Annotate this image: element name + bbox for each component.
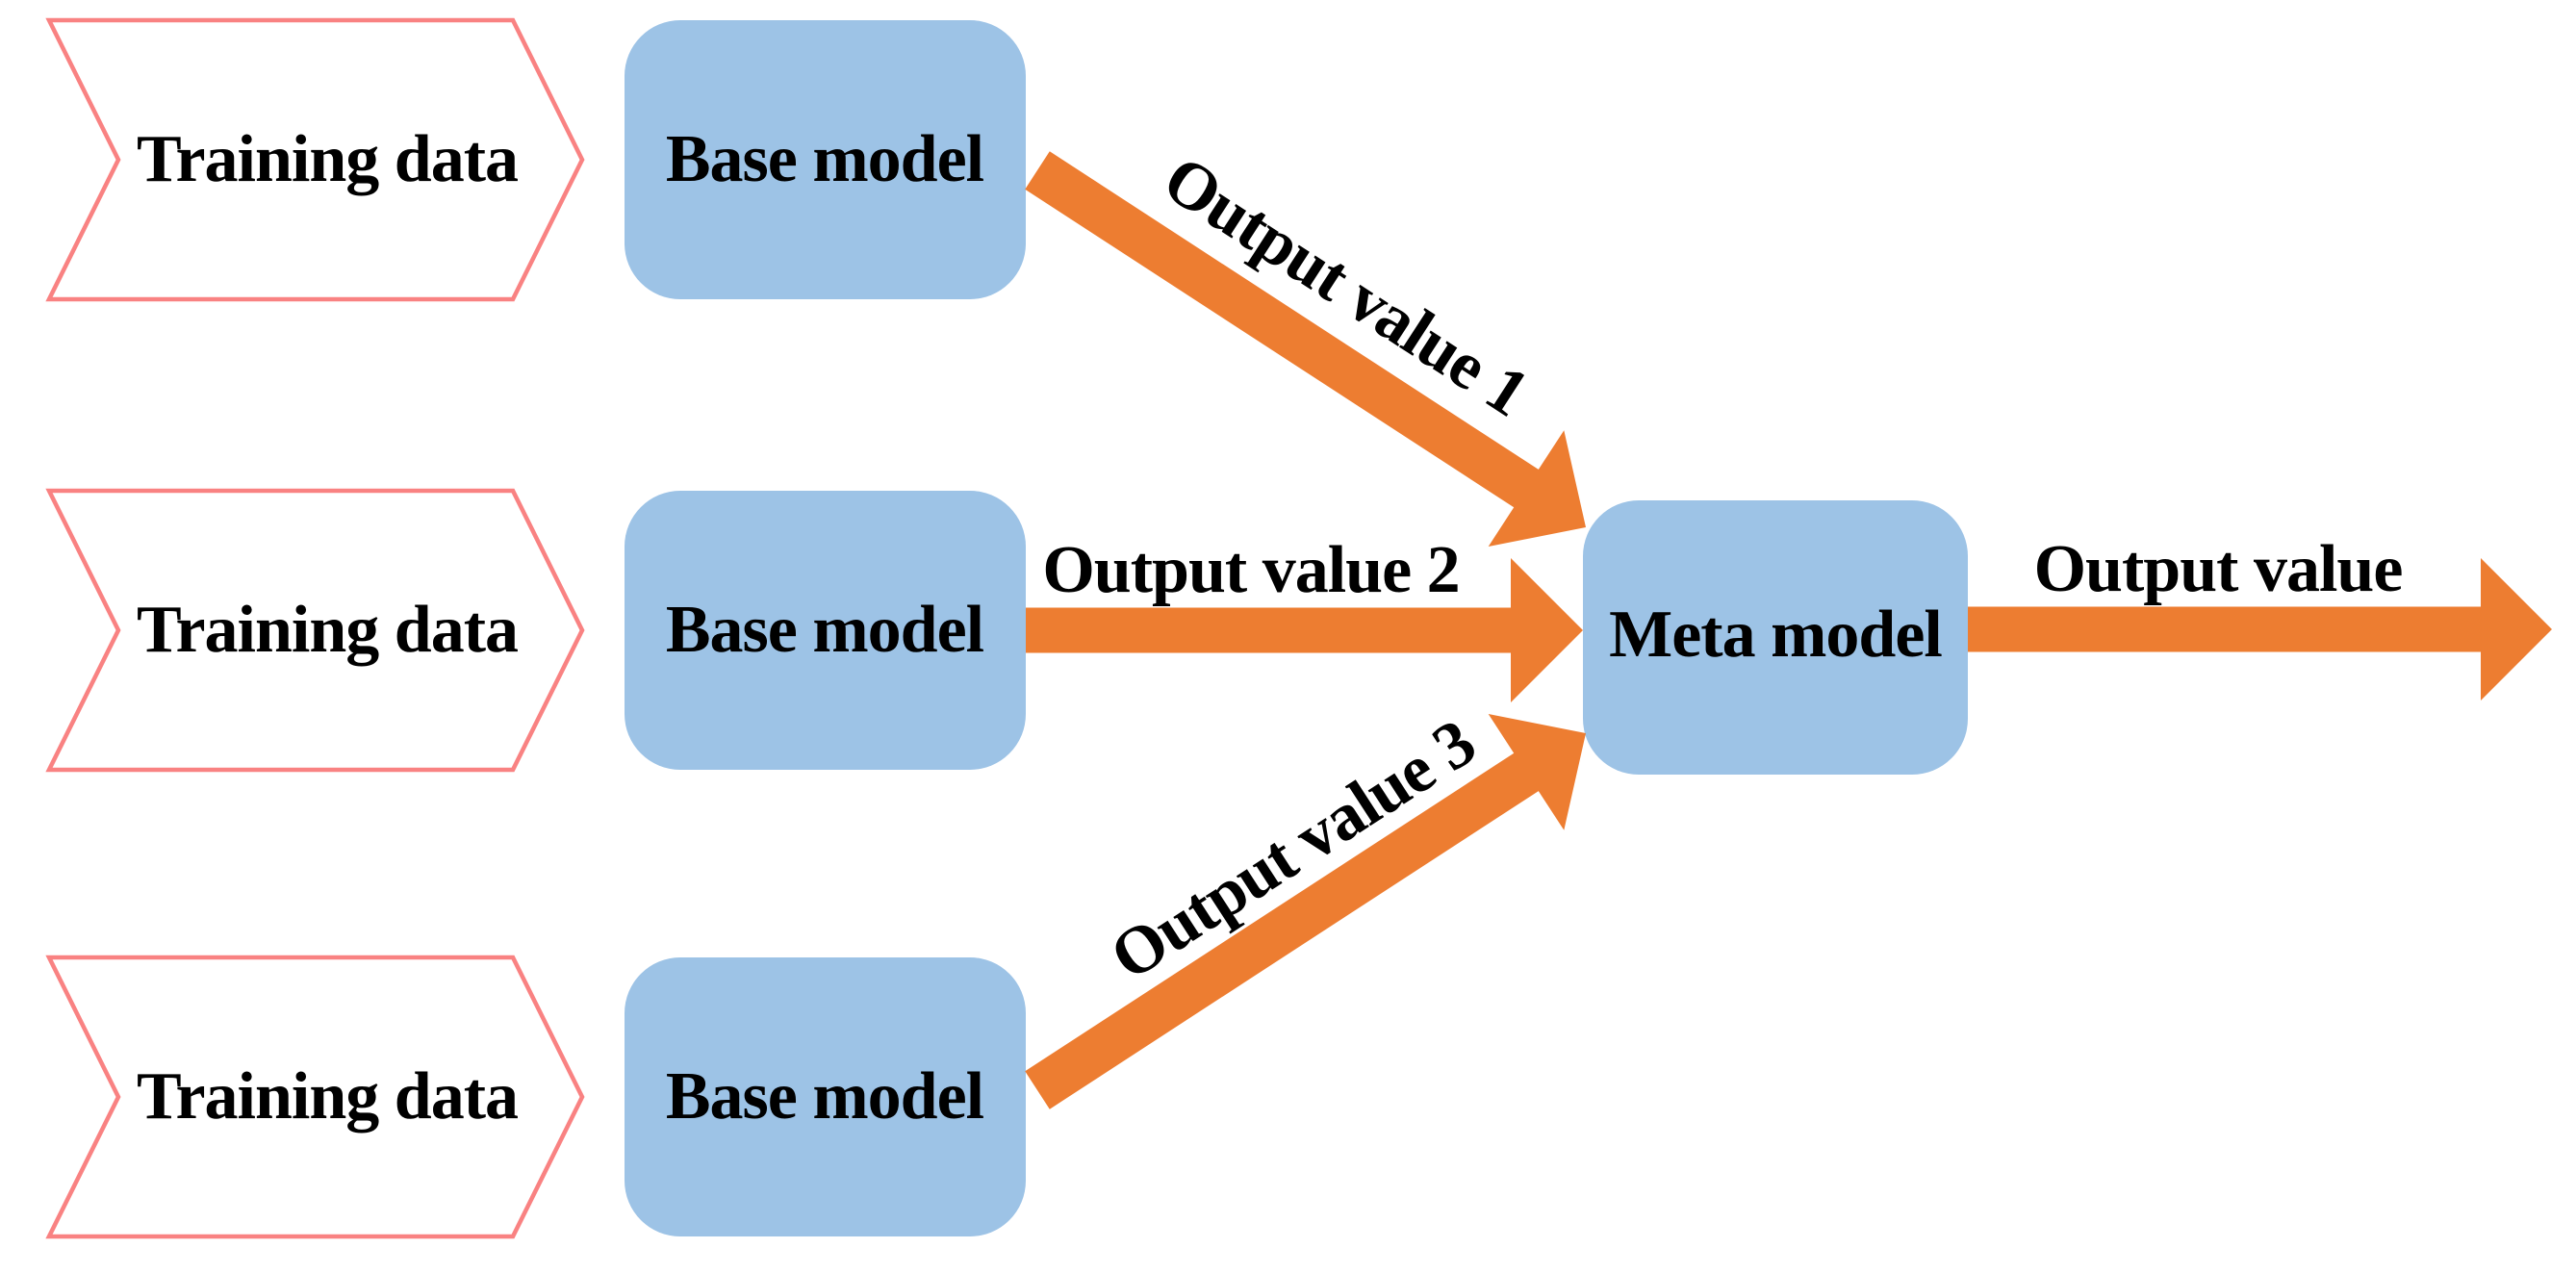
arrow-label-output-value-2: Output value 2 [1042,533,1460,607]
base-model-box-1 [625,20,1026,299]
training-data-label-1: Training data [136,122,519,196]
arrow-label-final-output: Output value [2033,532,2404,606]
base-model-box-2 [625,491,1026,770]
base-model-box-3 [625,957,1026,1236]
training-data-chevron-1 [45,17,585,302]
training-data-chevron-3 [45,955,585,1239]
training-data-chevron-2 [45,488,585,773]
arrow-output-value-2 [1026,558,1583,702]
meta-model-box [1583,500,1968,775]
base-model-label-3: Base model [665,1059,984,1134]
meta-model-label: Meta model [1609,598,1943,672]
base-model-label-2: Base model [665,593,984,667]
arrow-output-value-1 [1025,151,1586,548]
training-data-label-2: Training data [136,593,519,667]
training-data-label-3: Training data [136,1059,519,1134]
arrow-final-output [1968,558,2552,701]
base-model-label-1: Base model [665,122,984,196]
arrow-output-value-3 [1025,714,1586,1109]
